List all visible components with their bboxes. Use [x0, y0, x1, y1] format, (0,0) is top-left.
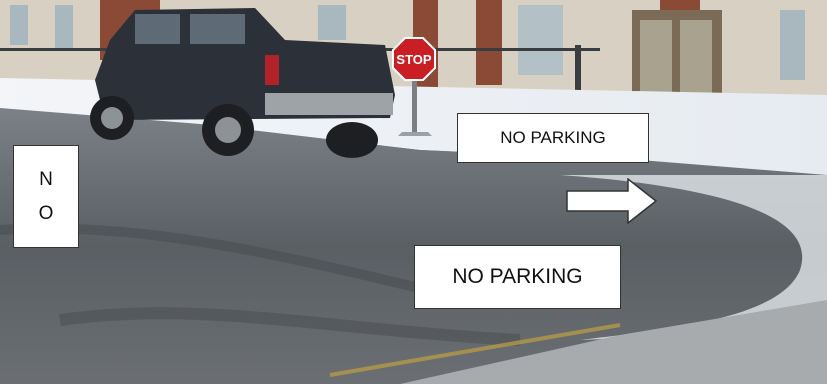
sidewalk	[400, 300, 827, 384]
yellow-line	[329, 323, 621, 377]
window	[780, 10, 805, 80]
brick-pillar	[476, 0, 502, 85]
no-label-vertical: N O	[13, 145, 79, 248]
right-arrow-icon	[566, 178, 658, 224]
door-panel	[640, 20, 672, 95]
window	[318, 5, 346, 40]
no-parking-label-bottom: NO PARKING	[414, 245, 621, 309]
stop-sign	[392, 37, 436, 136]
letter-n: N	[39, 168, 53, 190]
window	[518, 5, 563, 75]
letter-o: O	[38, 202, 54, 224]
door-panel	[680, 20, 712, 95]
pickup-truck	[90, 8, 395, 158]
no-parking-label-top: NO PARKING	[457, 113, 649, 163]
window	[55, 5, 73, 50]
no-parking-text: NO PARKING	[452, 265, 583, 288]
fence-post	[575, 45, 581, 100]
tire-track	[59, 307, 521, 346]
window	[10, 5, 28, 45]
no-parking-text: NO PARKING	[500, 128, 606, 147]
